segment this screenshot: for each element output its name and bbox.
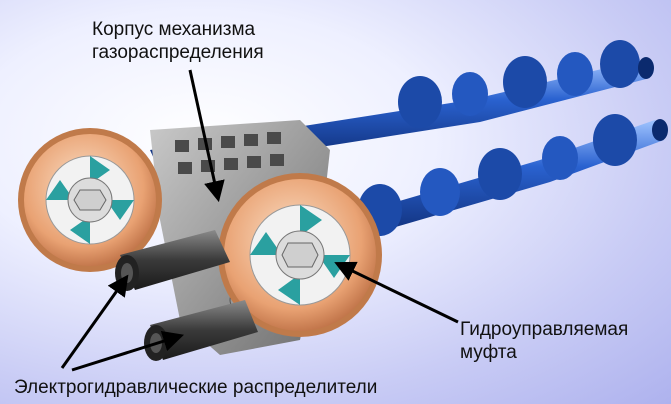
coupling-label-line1: Гидроуправляемая xyxy=(460,319,629,340)
valves-label: Электрогидравлические распределители xyxy=(14,377,378,398)
housing-label: Корпус механизма газораспределения xyxy=(92,18,264,64)
coupling-label-line2: муфта xyxy=(460,342,517,363)
valve-callout-line-lower xyxy=(71,331,185,372)
coupling-label: Гидроуправляемая муфта xyxy=(460,318,628,364)
valve-callout-line-upper xyxy=(60,274,129,369)
lower-camshaft xyxy=(300,114,668,252)
coupling-callout-line xyxy=(334,261,459,324)
housing-label-line1: Корпус механизма xyxy=(92,19,256,40)
housing-label-line2: газораспределения xyxy=(92,42,264,63)
housing-callout-line xyxy=(188,69,225,203)
right-vvt-sprocket xyxy=(218,173,382,337)
left-vvt-sprocket xyxy=(18,128,162,272)
